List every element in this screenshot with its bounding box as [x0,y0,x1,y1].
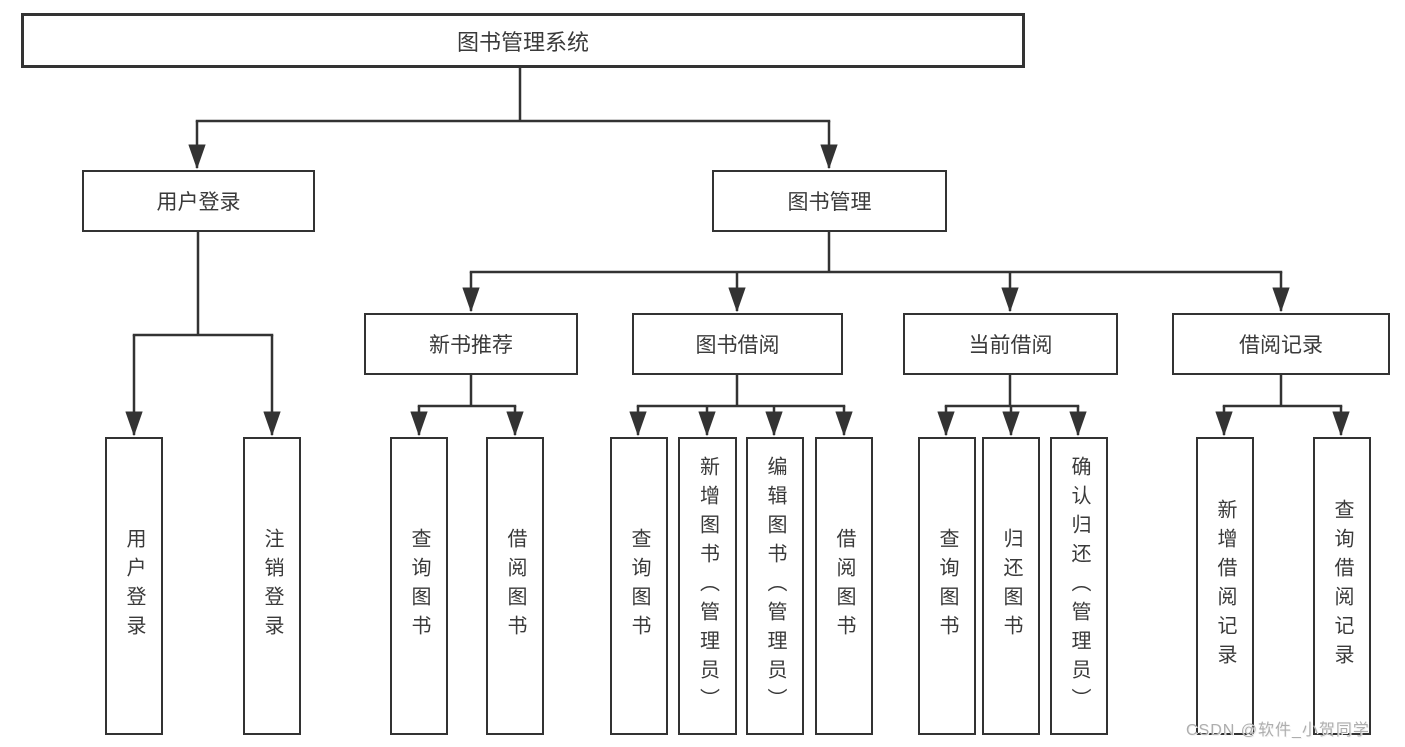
node-user-login: 用户登录 [82,170,315,232]
leaf-add-book-admin: 新增图书（管理员） [678,437,737,735]
leaf-add-borrow-record-label: 新增借阅记录 [1214,499,1236,673]
leaf-logout-label: 注销登录 [261,528,283,644]
leaf-query-books-recommend: 查询图书 [390,437,448,735]
node-book-management-label: 图书管理 [787,191,872,214]
leaf-query-books-current-label: 查询图书 [936,528,958,644]
csdn-watermark: CSDN @软件_小贺同学 [1186,722,1370,739]
node-current-borrow: 当前借阅 [903,313,1118,375]
leaf-confirm-return-admin-label: 确认归还（管理员） [1068,455,1090,717]
leaf-add-borrow-record: 新增借阅记录 [1196,437,1254,735]
leaf-user-login-label: 用户登录 [123,528,145,644]
node-current-borrow-label: 当前借阅 [968,334,1053,357]
leaf-return-books: 归还图书 [982,437,1040,735]
node-root-system-label: 图书管理系统 [456,29,589,55]
leaf-query-books-borrow: 查询图书 [610,437,668,735]
leaf-borrow-books-recommend: 借阅图书 [486,437,544,735]
node-borrow-records: 借阅记录 [1172,313,1390,375]
node-book-borrow: 图书借阅 [632,313,843,375]
leaf-edit-book-admin-label: 编辑图书（管理员） [764,455,786,717]
leaf-query-borrow-record-label: 查询借阅记录 [1331,499,1353,673]
node-new-book-recommend-label: 新书推荐 [429,334,513,357]
leaf-return-books-label: 归还图书 [1000,528,1022,644]
node-user-login-label: 用户登录 [156,191,241,214]
leaf-query-books-recommend-label: 查询图书 [408,528,430,644]
leaf-query-books-borrow-label: 查询图书 [628,528,650,644]
leaf-user-login: 用户登录 [105,437,163,735]
node-borrow-records-label: 借阅记录 [1239,334,1323,357]
node-book-management: 图书管理 [712,170,947,232]
leaf-borrow-books: 借阅图书 [815,437,873,735]
node-book-borrow-label: 图书借阅 [695,334,780,357]
leaf-add-book-admin-label: 新增图书（管理员） [696,455,719,717]
leaf-logout: 注销登录 [243,437,301,735]
node-root-system: 图书管理系统 [21,13,1025,68]
leaf-borrow-books-recommend-label: 借阅图书 [504,528,526,644]
leaf-query-books-current: 查询图书 [918,437,976,735]
leaf-confirm-return-admin: 确认归还（管理员） [1050,437,1108,735]
leaf-borrow-books-label: 借阅图书 [833,528,855,644]
leaf-query-borrow-record: 查询借阅记录 [1313,437,1371,735]
leaf-edit-book-admin: 编辑图书（管理员） [746,437,804,735]
node-new-book-recommend: 新书推荐 [364,313,578,375]
